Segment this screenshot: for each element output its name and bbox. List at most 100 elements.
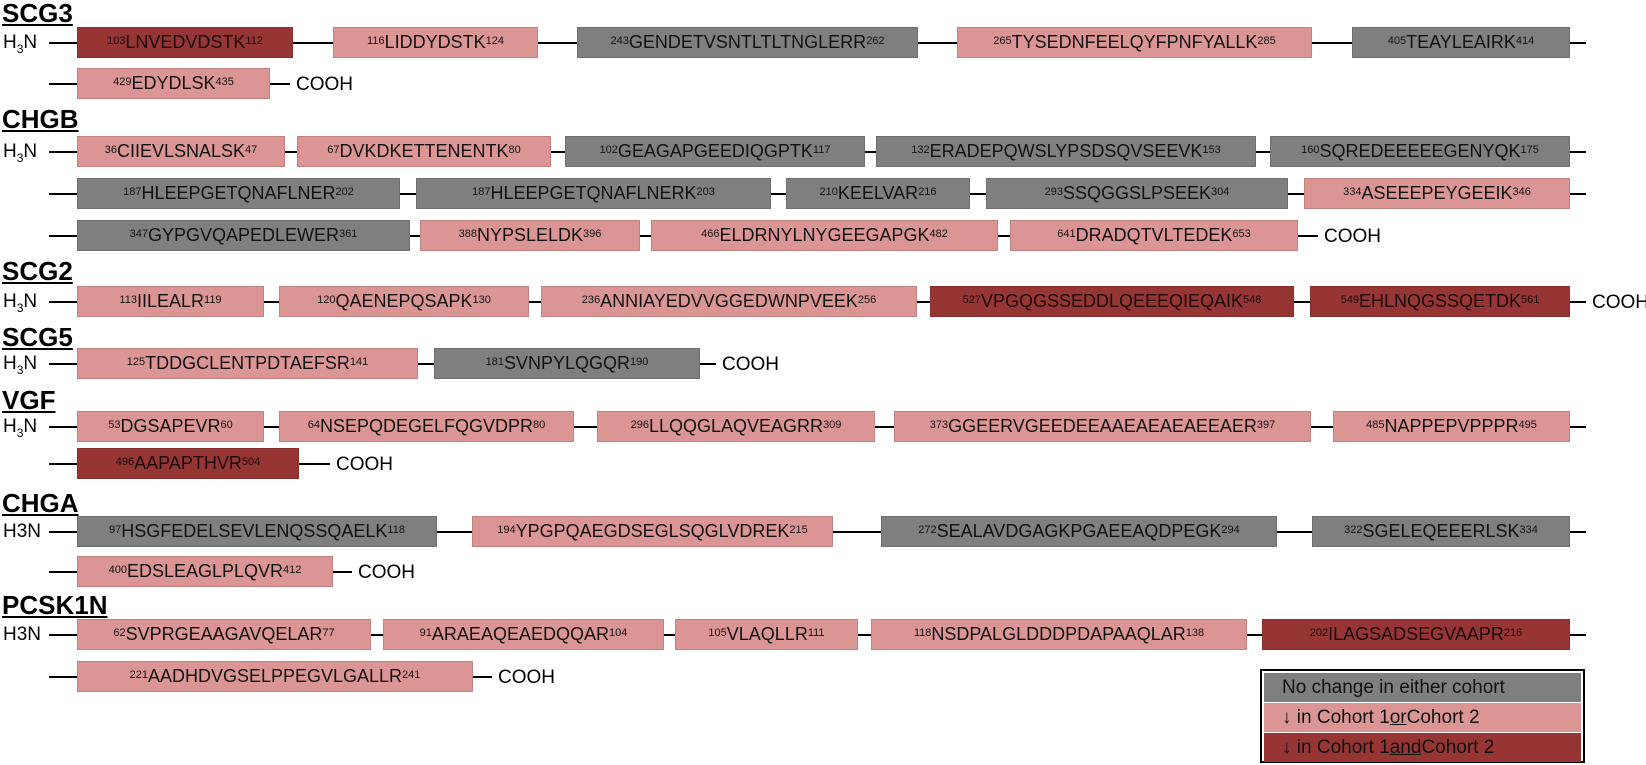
start-residue: 296 [630,418,649,431]
peptide-sequence: HLEEPGETQNAFLNERK [490,183,697,203]
peptide-sequence: NYPSLELDK [476,225,584,245]
end-residue: 130 [472,293,491,306]
n-terminus-label: H3N [3,353,38,377]
legend-label-either-or: or [1389,706,1407,728]
peptide-sequence: GYPGVQAPEDLEWER [147,225,340,245]
protein-name-scg2: SCG2 [2,256,73,286]
end-residue: 304 [1211,185,1230,198]
end-residue: 104 [608,626,628,639]
end-residue: 482 [929,227,948,240]
c-terminus-label: COOH [358,562,415,583]
start-residue: 527 [962,293,981,306]
end-residue: 262 [866,34,885,47]
start-residue: 641 [1057,227,1076,240]
peptide-sequence: AAPAPTHVR [134,453,242,473]
peptide-sequence: HLEEPGETQNAFLNER [141,183,336,203]
end-residue: 119 [204,293,222,306]
end-residue: 216 [1503,626,1523,639]
start-residue: 120 [317,293,336,306]
end-residue: 397 [1256,418,1276,431]
end-residue: 175 [1520,143,1539,156]
c-terminus-label: COOH [296,74,353,95]
start-residue: 429 [113,75,132,88]
start-residue: 322 [1344,523,1363,536]
start-residue: 485 [1366,418,1385,431]
end-residue: 435 [215,75,234,88]
peptide-sequence: GENDETVSNTLTLTNGLERR [628,32,867,52]
protein-name-vgf: VGF [2,385,56,415]
peptide-sequence: SGELEQEEERLSK [1362,521,1520,541]
start-residue: 113 [119,293,137,306]
peptide-sequence: ARAEAQEAEDQQAR [431,624,609,644]
start-residue: 102 [599,143,618,156]
peptide-sequence: DRADQTVLTEDEK [1075,225,1233,245]
legend-label-both-post: Cohort 2 [1421,736,1495,758]
end-residue: 80 [533,418,546,431]
end-residue: 138 [1185,626,1205,639]
end-residue: 47 [245,143,258,156]
end-residue: 396 [583,227,602,240]
peptide-sequence: NSEPQDEGELFQGVDPR [319,416,534,436]
peptide-sequence: LIDDYDSTK [384,32,486,52]
start-residue: 160 [1301,143,1320,156]
end-residue: 361 [339,227,358,240]
end-residue: 190 [630,355,649,368]
end-residue: 153 [1202,143,1221,156]
peptide-sequence: SVPRGEAAGAVQELAR [125,624,323,644]
peptide-sequence: IILEALR [136,291,205,311]
start-residue: 97 [109,523,122,536]
end-residue: 241 [402,668,421,681]
end-residue: 77 [322,626,335,639]
protein-name-chgb: CHGB [2,104,79,134]
start-residue: 388 [458,227,477,240]
end-residue: 118 [387,523,405,536]
start-residue: 194 [497,523,516,536]
peptide-sequence: HSGFEDELSEVLENQSSQAELK [121,521,388,541]
legend: No change in either cohort ↓ in Cohort 1… [1260,669,1585,763]
n-terminus-label: H3N [3,291,38,315]
peptide-sequence: TEAYLEAIRK [1406,32,1516,52]
protein-name-chga: CHGA [2,488,79,518]
start-residue: 62 [113,626,126,639]
start-residue: 272 [918,523,937,536]
peptide-sequence: SSQGGSLPSEEK [1062,183,1212,203]
peptide-sequence: SEALAVDGAGKPGAEEAQDPEGK [936,521,1222,541]
end-residue: 414 [1515,34,1535,47]
end-residue: 504 [241,455,261,468]
peptide-sequence: QAENEPQSAPK [335,291,473,311]
start-residue: 105 [708,626,727,639]
start-residue: 293 [1044,185,1063,198]
legend-row-both: ↓ in Cohort 1 and Cohort 2 [1264,733,1581,762]
peptide-sequence: DGSAPEVR [120,416,221,436]
peptide-sequence: CIIEVLSNALSK [116,141,246,161]
end-residue: 202 [335,185,354,198]
start-residue: 118 [913,626,932,639]
n-terminus-label: H3N [3,624,42,645]
end-residue: 60 [220,418,233,431]
peptide-sequence: DVKDKETTENENTK [339,141,509,161]
